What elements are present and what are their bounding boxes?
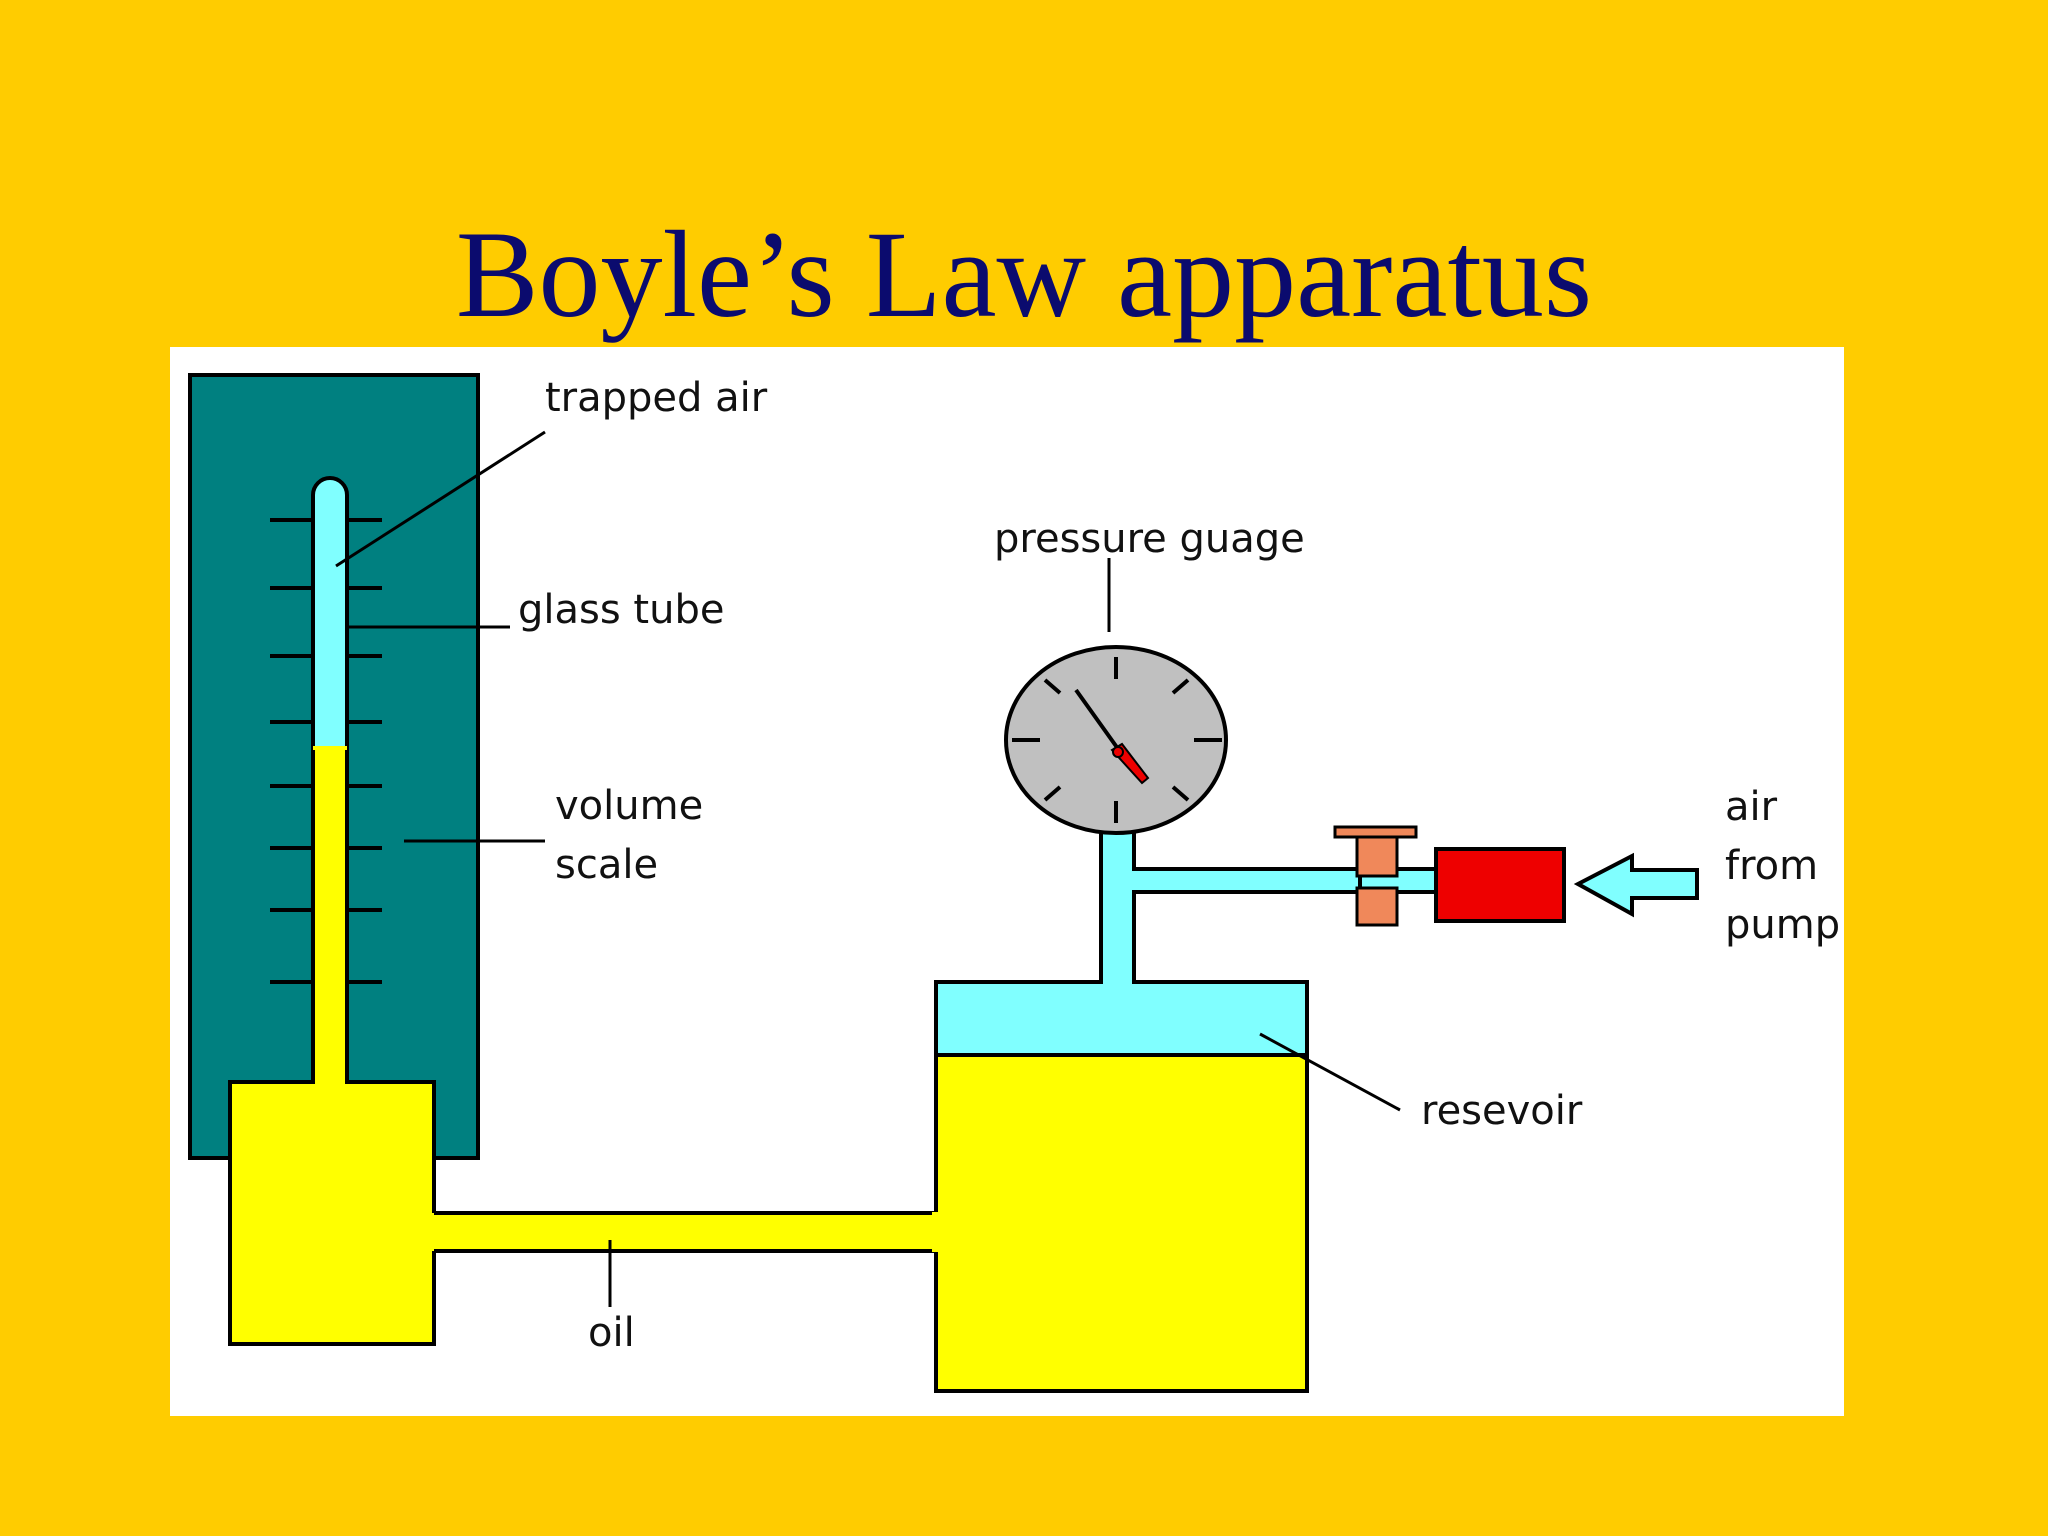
pump-block xyxy=(1434,847,1566,923)
oil-pipe xyxy=(432,1213,938,1251)
label-trapped-air: trapped air xyxy=(545,375,768,421)
label-volume-scale-line1: volume xyxy=(555,783,703,829)
pressure-gauge-icon xyxy=(1004,645,1228,835)
label-air-line3: pump xyxy=(1725,902,1840,948)
trapped-air xyxy=(311,476,349,750)
valve-icon xyxy=(1333,825,1418,927)
tube-base-oil xyxy=(228,1080,436,1346)
reservoir-oil xyxy=(936,1055,1307,1391)
label-oil: oil xyxy=(588,1310,635,1356)
label-glass-tube: glass tube xyxy=(518,587,724,633)
label-pressure-gauge: pressure guage xyxy=(994,516,1305,562)
label-air-line1: air xyxy=(1725,784,1778,830)
scale-ticks xyxy=(270,518,382,984)
air-pipe xyxy=(1099,830,1366,984)
label-reservoir: resevoir xyxy=(1421,1088,1583,1134)
label-volume-scale-line2: scale xyxy=(555,842,658,888)
tube-oil-column xyxy=(313,748,347,1084)
slide-title: Boyle’s Law apparatus xyxy=(455,206,1593,343)
air-flow-arrow-icon xyxy=(1573,852,1699,918)
reservoir-air-space xyxy=(936,982,1307,1055)
leader-lines xyxy=(335,430,1401,1307)
label-air-line2: from xyxy=(1725,843,1818,889)
